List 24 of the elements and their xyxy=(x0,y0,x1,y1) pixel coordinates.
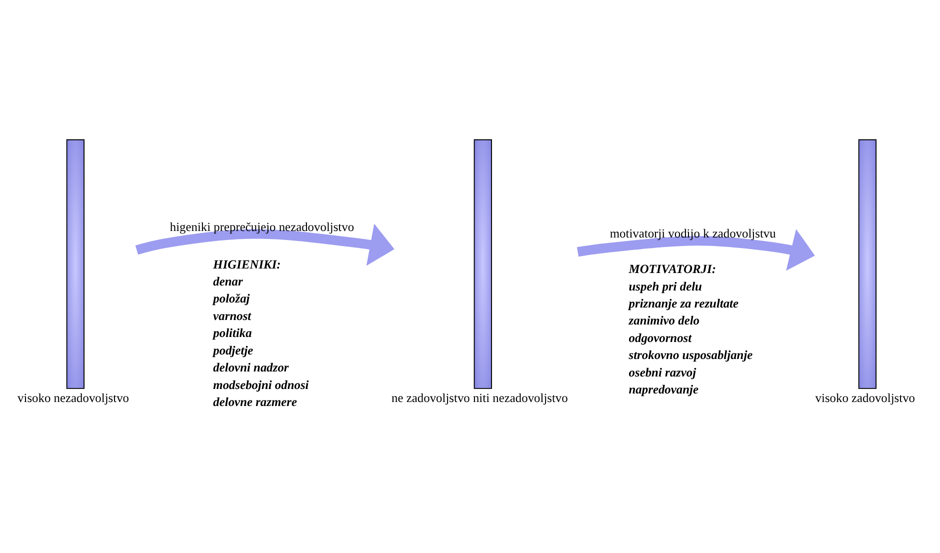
node-label: ne zadovoljstvo niti nezadovoljstvo xyxy=(392,390,568,405)
label: uspeh pri delu xyxy=(628,278,702,293)
arrow xyxy=(135,223,394,266)
label: odgovornost xyxy=(628,330,692,344)
label: HIGIENIKI: xyxy=(213,256,281,271)
label: varnost xyxy=(213,308,252,322)
label: strokovno usposabljanje xyxy=(628,348,753,362)
node-label: visoko nezadovoljstvo xyxy=(18,390,130,405)
label: osebni razvoj xyxy=(628,364,696,379)
label: denar xyxy=(213,274,243,288)
label: MOTIVATORJI: xyxy=(628,262,716,276)
label: priznanje za rezultate xyxy=(628,296,739,310)
label: položaj xyxy=(213,291,250,306)
arrow xyxy=(576,228,815,270)
label: delovne razmere xyxy=(213,394,298,409)
edge-label: higeniki preprečujejo nezadovoljstvo xyxy=(170,219,354,234)
label: delovni nadzor xyxy=(213,360,289,374)
edge-label: motivatorji vodijo k zadovoljstvu xyxy=(610,226,776,240)
label: podjetje xyxy=(213,342,254,357)
node-label: visoko zadovoljstvo xyxy=(815,390,916,405)
label: politika xyxy=(213,326,252,340)
label: zanimivo delo xyxy=(628,313,700,328)
label: modsebojni odnosi xyxy=(213,377,309,392)
label: napredovanje xyxy=(628,382,698,396)
